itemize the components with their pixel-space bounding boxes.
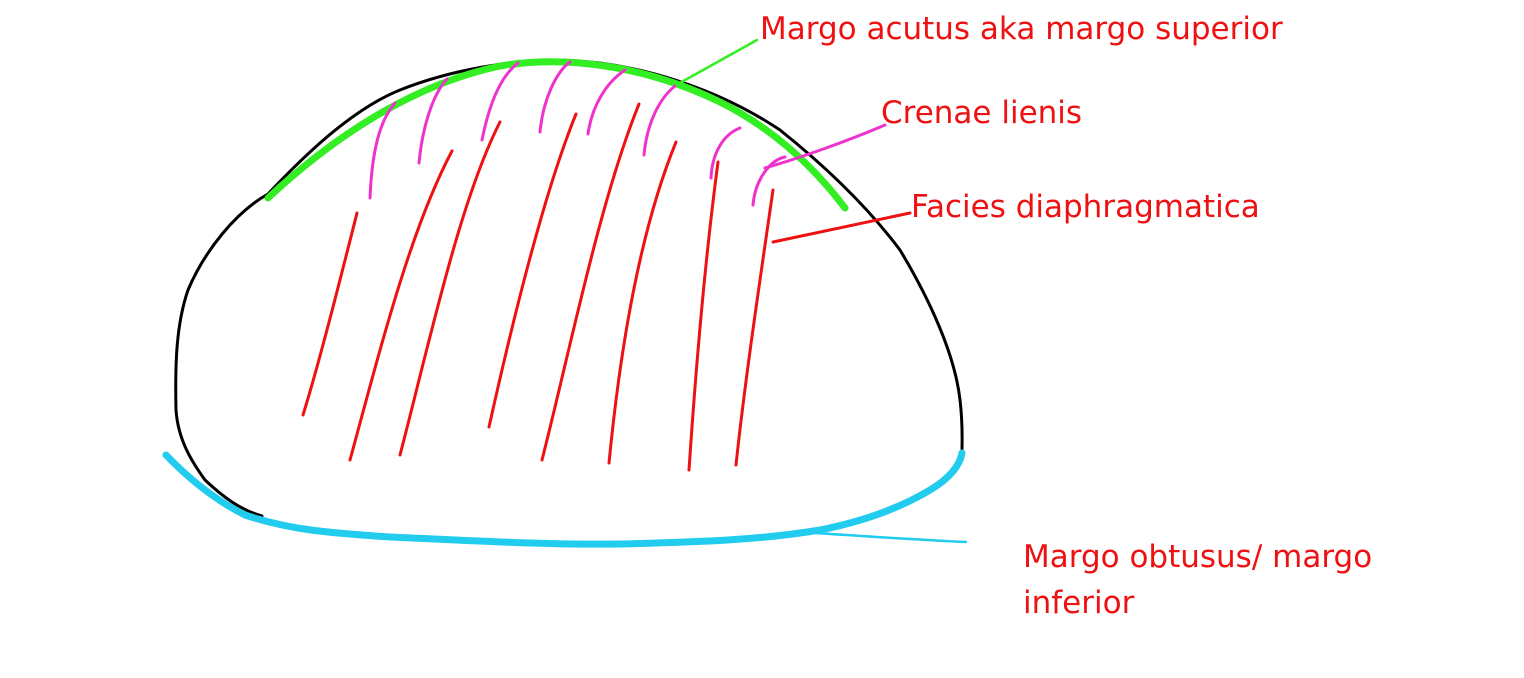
crena-5 [586, 68, 627, 136]
margo-superior-line [264, 58, 849, 212]
facies-pointer [771, 211, 912, 244]
margo-inferior-line [162, 449, 966, 548]
crena-7 [709, 126, 742, 180]
crena-6 [642, 84, 677, 157]
crena-3 [480, 61, 520, 142]
margo-superior-label: Margo acutus aka margo superior [760, 11, 1283, 47]
crena-1 [368, 101, 397, 200]
crena-8 [751, 155, 787, 207]
organ-outline [174, 58, 964, 518]
margo-inferior-label: Margo obtusus/ margo inferior [1023, 539, 1373, 621]
facies-line-4 [487, 112, 578, 429]
crena-2 [417, 77, 449, 165]
facies-line-6 [607, 140, 678, 465]
crena-4 [538, 60, 572, 134]
margo-inferior-pointer [798, 530, 968, 544]
facies-lines-group [301, 102, 912, 472]
facies-line-8 [734, 188, 775, 467]
crenae-group [368, 60, 887, 207]
facies-line-2 [348, 149, 454, 462]
margo-superior-pointer [676, 38, 759, 86]
crenae-label: Crenae lienis [881, 95, 1083, 131]
facies-line-5 [540, 102, 641, 462]
crenae-pointer [763, 123, 887, 170]
facies-line-3 [398, 120, 502, 457]
facies-line-7 [687, 160, 720, 472]
facies-line-1 [301, 211, 359, 417]
facies-label: Facies diaphragmatica [911, 189, 1260, 225]
